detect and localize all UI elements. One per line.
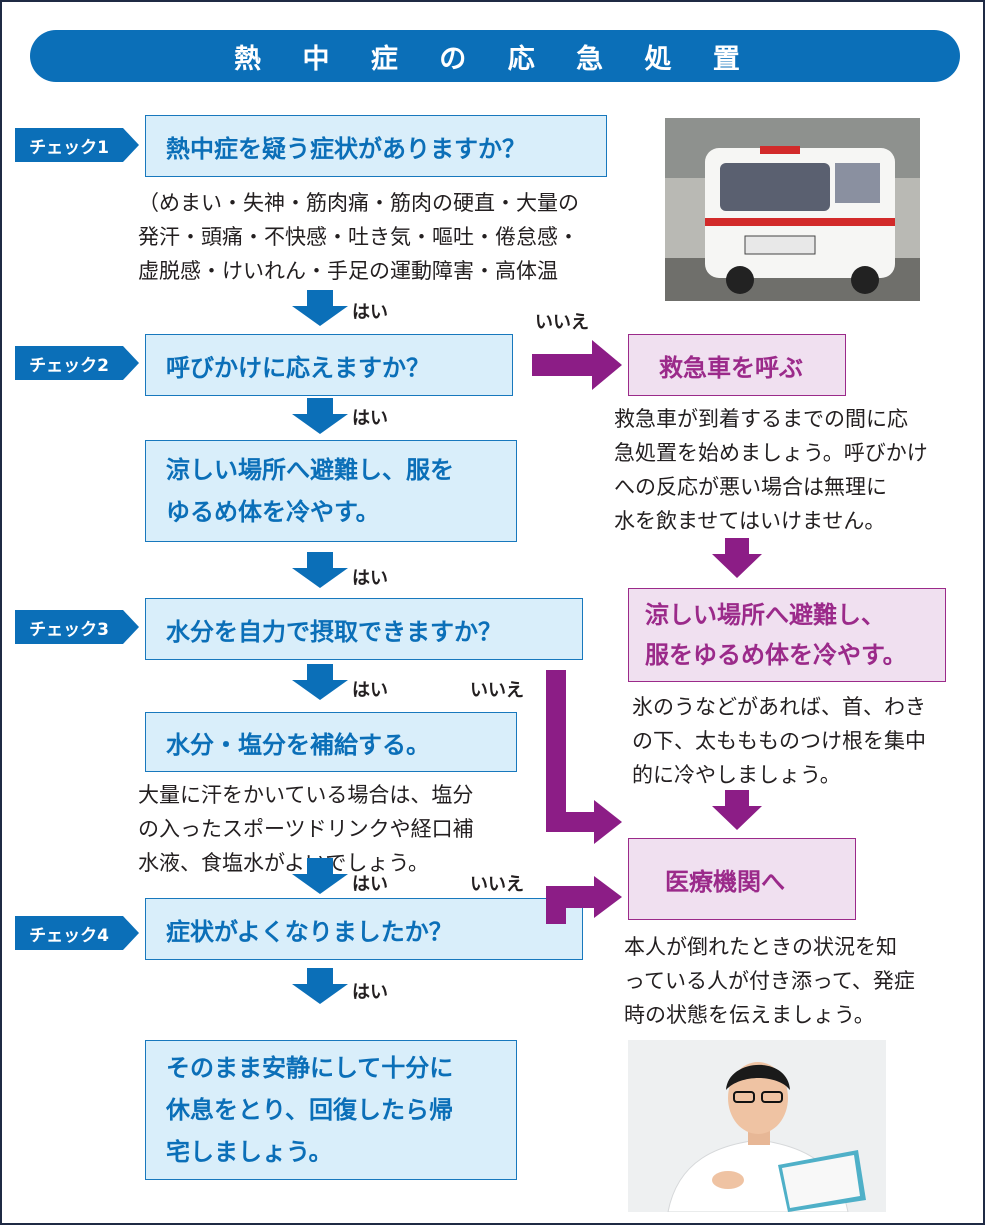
yes-label-1: はい (352, 302, 388, 323)
rest-text: そのまま安静にして十分に 休息をとり、回復したら帰 宅しましょう。 (166, 1054, 454, 1166)
no-label-1: いいえ (535, 312, 589, 333)
question-2-text: 呼びかけに応えますか？ (166, 353, 430, 382)
check-tag-4: チェック4 (15, 916, 139, 950)
ice-note: 氷のうなどがあれば、首、わき の下、太ももものつけ根を集中 的に冷やしましょう。 (632, 695, 926, 787)
arrow-down-3 (292, 552, 348, 588)
check-tag-2: チェック2 (15, 346, 139, 380)
arrow-down-purple-2 (712, 790, 762, 830)
check-tag-3: チェック3 (15, 610, 139, 644)
yes-label-5: はい (352, 874, 388, 895)
symptoms-text: （めまい・失神・筋肉痛・筋肉の硬直・大量の 発汗・頭痛・不快感・吐き気・嘔吐・倦… (138, 191, 579, 283)
arrow-down-6 (292, 968, 348, 1004)
rest-box: そのまま安静にして十分に 休息をとり、回復したら帰 宅しましょう。 (145, 1040, 517, 1180)
arrow-down-5 (292, 858, 348, 894)
ambulance-text: 救急車を呼ぶ (659, 353, 803, 382)
right-cool-text: 涼しい場所へ避難し、 服をゆるめ体を冷やす。 (645, 601, 907, 669)
question-2-box: 呼びかけに応えますか？ (145, 334, 513, 396)
yes-label-2: はい (352, 408, 388, 429)
ambulance-box: 救急車を呼ぶ (628, 334, 846, 396)
arrow-no-to-hospital-1 (546, 670, 622, 844)
right-cool-box: 涼しい場所へ避難し、 服をゆるめ体を冷やす。 (628, 588, 946, 682)
doctor-photo (628, 1040, 886, 1212)
question-4-box: 症状がよくなりましたか？ (145, 898, 583, 960)
ambulance-note: 救急車が到着するまでの間に応 急処置を始めましょう。呼びかけ への反応が悪い場合… (614, 407, 928, 533)
arrow-no-to-hospital-2 (546, 876, 622, 924)
no-label-2: いいえ (470, 680, 524, 701)
hospital-box: 医療機関へ (628, 838, 856, 920)
question-3-text: 水分を自力で摂取できますか？ (166, 617, 502, 646)
page-title: 熱 中 症 の 応 急 処 置 (30, 30, 960, 82)
question-1-text: 熱中症を疑う症状がありますか？ (166, 134, 526, 163)
no-label-3: いいえ (470, 874, 524, 895)
yes-label-6: はい (352, 982, 388, 1003)
yes-label-3: はい (352, 568, 388, 589)
arrow-down-1 (292, 290, 348, 326)
ambulance-photo (665, 118, 920, 301)
cool-down-text: 涼しい場所へ避難し、服を ゆるめ体を冷やす。 (166, 456, 454, 526)
arrow-down-4 (292, 664, 348, 700)
yes-label-4: はい (352, 680, 388, 701)
question-3-box: 水分を自力で摂取できますか？ (145, 598, 583, 660)
arrow-no-to-ambulance (532, 340, 622, 390)
arrow-down-purple-1 (712, 538, 762, 578)
hospital-text: 医療機関へ (665, 867, 785, 896)
check-tag-1: チェック1 (15, 128, 139, 162)
hydrate-note: 大量に汗をかいている場合は、塩分 の入ったスポーツドリンクや経口補 水液、食塩水… (138, 783, 474, 875)
hydrate-box: 水分・塩分を補給する。 (145, 712, 517, 772)
hydrate-text: 水分・塩分を補給する。 (166, 730, 430, 759)
cool-down-box: 涼しい場所へ避難し、服を ゆるめ体を冷やす。 (145, 440, 517, 542)
arrow-down-2 (292, 398, 348, 434)
hospital-note: 本人が倒れたときの状況を知 っている人が付き添って、発症 時の状態を伝えましょう… (624, 935, 915, 1027)
question-1-box: 熱中症を疑う症状がありますか？ (145, 115, 607, 177)
question-4-text: 症状がよくなりましたか？ (166, 917, 453, 946)
